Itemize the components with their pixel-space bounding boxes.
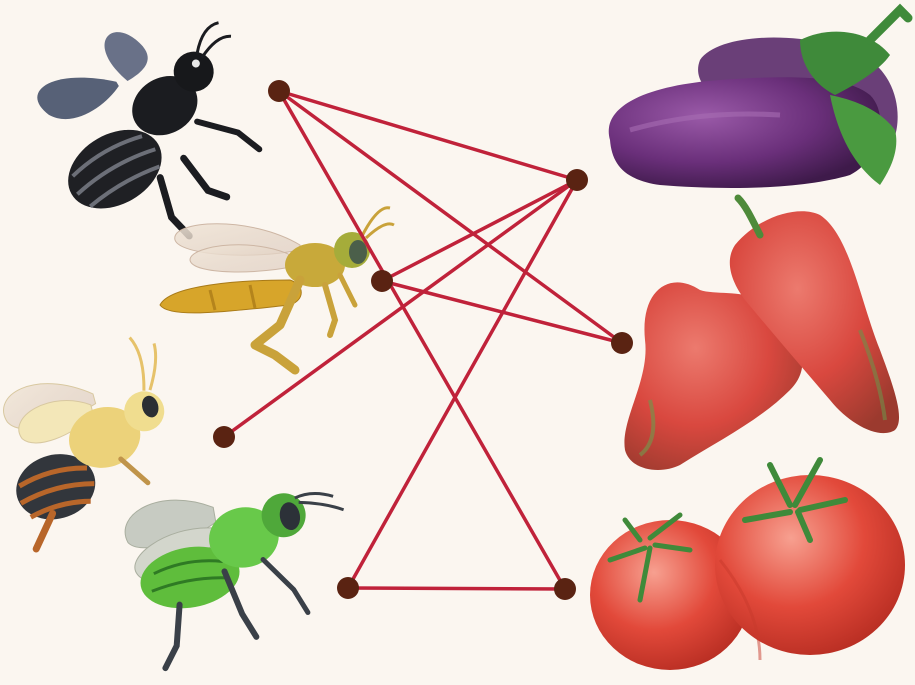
link-bumble-bee-to-eggplant <box>224 180 577 437</box>
tomato-illustration <box>590 460 905 670</box>
eggplant-illustration <box>609 10 908 188</box>
node-bumble-bee <box>213 426 235 448</box>
node-green-sweat-bee <box>337 577 359 599</box>
node-tomato <box>554 578 576 600</box>
node-red-pepper <box>611 332 633 354</box>
green-sweat-bee-illustration <box>121 471 366 671</box>
node-eggplant <box>566 169 588 191</box>
node-carpenter-bee <box>268 80 290 102</box>
node-wasp <box>371 270 393 292</box>
link-green-sweat-bee-to-tomato <box>348 588 565 589</box>
link-carpenter-bee-to-tomato <box>279 91 565 589</box>
red-pepper-illustration <box>624 198 899 470</box>
